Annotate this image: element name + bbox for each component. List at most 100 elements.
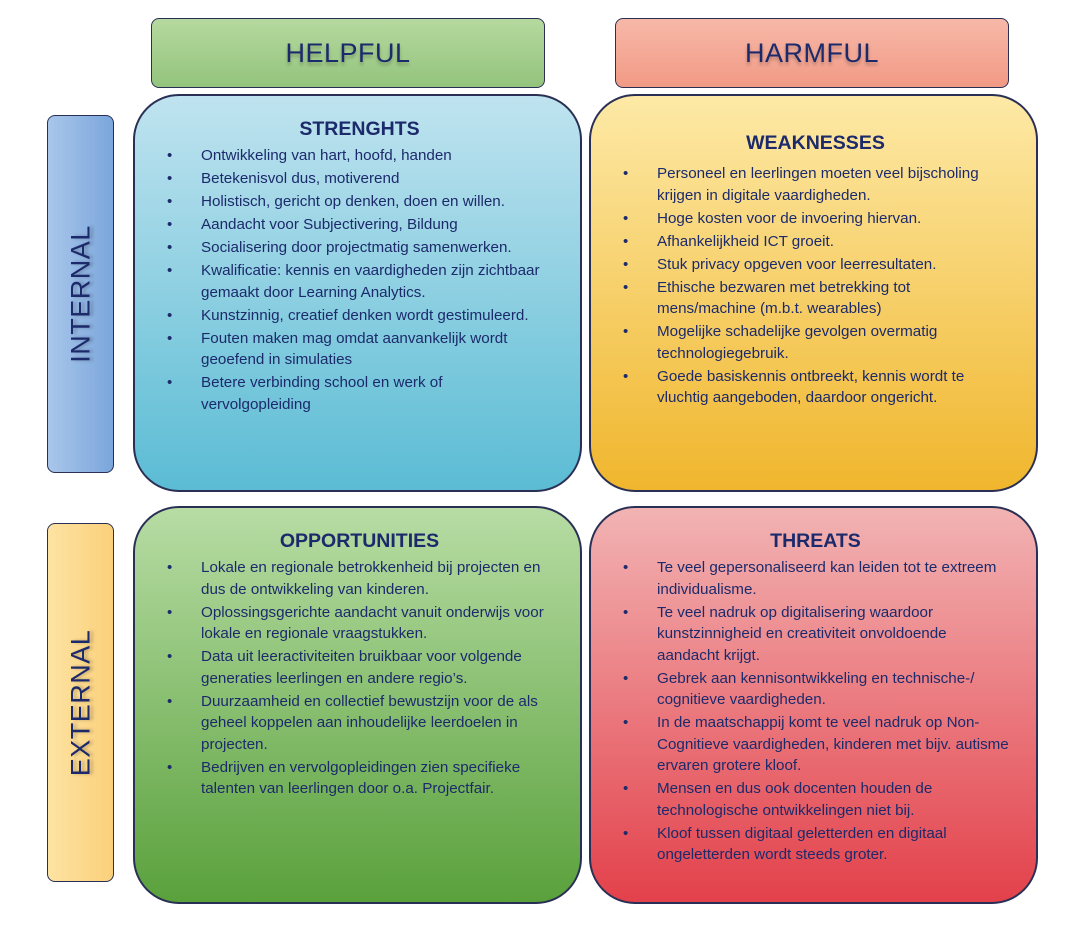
bullet-icon: • <box>623 232 629 250</box>
bullet-icon: • <box>167 329 173 347</box>
side-internal-label: INTERNAL <box>65 225 95 363</box>
header-harmful: HARMFUL <box>615 18 1009 88</box>
list-item: • Te veel gepersonaliseerd kan leiden tot… <box>621 557 1010 600</box>
threats-title: THREATS <box>770 530 861 552</box>
weaknesses-list: • Personeel en leerlingen moeten veel bij… <box>621 163 1010 409</box>
bullet-icon: • <box>623 669 629 687</box>
bullet-icon: • <box>167 758 173 776</box>
bullet-icon: • <box>167 374 173 391</box>
bullet-icon: • <box>623 780 629 797</box>
list-item: • Bedrijven en vervolgopleidingen zien sp… <box>165 757 554 800</box>
list-item-text: Gebrek aan kennisontwikkeling en technis… <box>657 669 975 709</box>
list-item: • Personeel en leerlingen moeten veel bij… <box>621 163 1010 206</box>
list-item: • Hoge kosten voor de invoering hiervan. <box>621 208 1010 230</box>
list-item-text: Fouten maken mag omdat aanvankelijk word… <box>201 329 508 369</box>
bullet-icon: • <box>167 147 173 164</box>
side-external: EXTERNAL <box>47 523 114 882</box>
list-item-text: Hoge kosten voor de invoering hiervan. <box>657 209 922 227</box>
list-item: • Mensen en dus ook docenten houden de te… <box>621 778 1010 821</box>
list-item: • In de maatschappij komt te veel nadruk … <box>621 712 1010 777</box>
bullet-icon: • <box>623 603 629 621</box>
header-helpful: HELPFUL <box>151 18 545 88</box>
list-item-text: Oplossingsgerichte aandacht vanuit onder… <box>201 603 544 643</box>
list-item-text: Te veel gepersonaliseerd kan leiden tot … <box>657 559 997 598</box>
bullet-icon: • <box>167 559 173 576</box>
list-item-text: Kwalificatie: kennis en vaardigheden zij… <box>201 262 540 301</box>
bullet-icon: • <box>623 209 629 227</box>
list-item-text: Aandacht voor Subjectivering, Bildung <box>201 216 458 233</box>
header-harmful-label: HARMFUL <box>744 37 879 68</box>
weaknesses-box: WEAKNESSES • Personeel en leerlingen moet… <box>589 94 1038 492</box>
bullet-icon: • <box>623 824 629 842</box>
list-item: • Data uit leeractiviteiten bruikbaar voo… <box>165 646 554 689</box>
list-item: • Betere verbinding school en werk of ver… <box>165 372 554 415</box>
header-helpful-label: HELPFUL <box>285 37 411 68</box>
bullet-icon: • <box>167 170 173 187</box>
list-item: • Holistisch, gericht op denken, doen en … <box>165 191 554 213</box>
threats-box: THREATS • Te veel gepersonaliseerd kan le… <box>589 506 1038 904</box>
list-item-text: Goede basiskennis ontbreekt, kennis word… <box>657 367 965 407</box>
list-item: • Afhankelijkheid ICT groeit. <box>621 231 1010 253</box>
list-item-text: Duurzaamheid en collectief bewustzijn vo… <box>201 692 538 753</box>
list-item: • Kwalificatie: kennis en vaardigheden zi… <box>165 260 554 303</box>
bullet-icon: • <box>623 165 629 182</box>
bullet-icon: • <box>623 278 629 296</box>
list-item-text: Mensen en dus ook docenten houden de tec… <box>657 780 933 819</box>
bullet-icon: • <box>167 193 173 210</box>
list-item: • Stuk privacy opgeven voor leerresultate… <box>621 254 1010 276</box>
bullet-icon: • <box>167 603 173 621</box>
list-item: • Socialisering door projectmatig samenwe… <box>165 237 554 259</box>
list-item: • Mogelijke schadelijke gevolgen overmati… <box>621 321 1010 364</box>
bullet-icon: • <box>623 367 629 385</box>
list-item: • Goede basiskennis ontbreekt, kennis wor… <box>621 366 1010 409</box>
list-item: • Gebrek aan kennisontwikkeling en techni… <box>621 668 1010 711</box>
list-item: • Oplossingsgerichte aandacht vanuit onde… <box>165 602 554 645</box>
bullet-icon: • <box>167 306 173 324</box>
bullet-icon: • <box>167 216 173 233</box>
list-item: • Aandacht voor Subjectivering, Bildung <box>165 214 554 236</box>
list-item-text: Betere verbinding school en werk of verv… <box>201 374 443 413</box>
list-item-text: Afhankelijkheid ICT groeit. <box>657 232 834 250</box>
bullet-icon: • <box>167 239 173 256</box>
list-item: • Kloof tussen digitaal geletterden en di… <box>621 823 1010 866</box>
list-item-text: Mogelijke schadelijke gevolgen overmatig… <box>657 323 938 362</box>
side-external-label: EXTERNAL <box>65 629 95 776</box>
bullet-icon: • <box>167 648 173 665</box>
list-item-text: Betekenisvol dus, motiverend <box>201 170 400 187</box>
list-item-text: Bedrijven en vervolgopleidingen zien spe… <box>201 758 521 798</box>
side-internal: INTERNAL <box>47 115 114 473</box>
bullet-icon: • <box>167 692 173 710</box>
list-item-text: In de maatschappij komt te veel nadruk o… <box>657 714 1009 774</box>
list-item: • Ontwikkeling van hart, hoofd, handen <box>165 145 554 167</box>
list-item-text: Kunstzinnig, creatief denken wordt gesti… <box>201 306 529 324</box>
weaknesses-title: WEAKNESSES <box>746 132 885 154</box>
list-item: • Ethische bezwaren met betrekking tot me… <box>621 277 1010 320</box>
strengths-list: • Ontwikkeling van hart, hoofd, handen • Be… <box>165 145 554 415</box>
list-item: • Lokale en regionale betrokkenheid bij p… <box>165 557 554 600</box>
bullet-icon: • <box>623 559 629 576</box>
list-item: • Te veel nadruk op digitalisering waardo… <box>621 602 1010 667</box>
list-item-text: Lokale en regionale betrokkenheid bij pr… <box>201 559 541 598</box>
threats-list: • Te veel gepersonaliseerd kan leiden tot… <box>621 557 1010 866</box>
bullet-icon: • <box>623 255 629 273</box>
list-item: • Duurzaamheid en collectief bewustzijn v… <box>165 691 554 756</box>
bullet-icon: • <box>167 262 173 279</box>
bullet-icon: • <box>623 714 629 731</box>
opportunities-list: • Lokale en regionale betrokkenheid bij p… <box>165 557 554 800</box>
list-item-text: Kloof tussen digitaal geletterden en dig… <box>657 824 947 864</box>
strengths-box: STRENGHTS • Ontwikkeling van hart, hoofd,… <box>133 94 582 492</box>
opportunities-box: OPPORTUNITIES •Lokale en regionale betro… <box>133 506 582 904</box>
list-item-text: Stuk privacy opgeven voor leerresultaten… <box>657 255 937 273</box>
bullet-icon: • <box>623 323 629 340</box>
strengths-title: STRENGHTS <box>299 118 420 140</box>
list-item: • Fouten maken mag omdat aanvankelijk wor… <box>165 328 554 371</box>
list-item-text: Socialisering door projectmatig samenwer… <box>201 239 512 256</box>
list-item-text: Personeel en leerlingen moeten veel bijs… <box>657 165 979 204</box>
list-item-text: Ethische bezwaren met betrekking tot men… <box>657 278 911 318</box>
list-item: • Betekenisvol dus, motiverend <box>165 168 554 190</box>
list-item: • Kunstzinnig, creatief denken wordt gest… <box>165 305 554 327</box>
list-item-text: Holistisch, gericht op denken, doen en w… <box>201 193 505 210</box>
list-item-text: Data uit leeractiviteiten bruikbaar voor… <box>201 648 522 687</box>
list-item-text: Te veel nadruk op digitalisering waardoo… <box>657 603 947 664</box>
list-item-text: Ontwikkeling van hart, hoofd, handen <box>201 147 452 164</box>
